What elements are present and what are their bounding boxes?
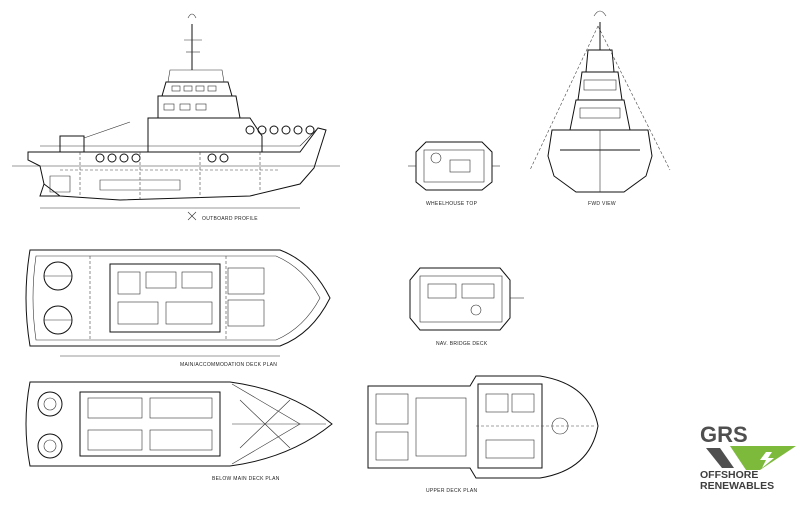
caption-outboard: OUTBOARD PROFILE <box>202 216 258 222</box>
caption-below-main: BELOW MAIN DECK PLAN <box>212 476 280 482</box>
logo-line-offshore: OFFSHORE <box>700 469 759 481</box>
grs-offshore-renewables-logo: GRS OFFSHORE RENEWABLES <box>700 424 800 494</box>
nav-bridge-deck-view: NAV. BRIDGE DECK <box>409 267 524 347</box>
caption-fwd-view: FWD VIEW <box>588 201 616 207</box>
caption-nav-bridge: NAV. BRIDGE DECK <box>436 341 488 347</box>
logo-mark-text: GRS <box>700 422 748 447</box>
logo-line-renewables: RENEWABLES <box>700 480 775 492</box>
upper-deck-plan-view: UPPER DECK PLAN <box>367 375 599 494</box>
caption-wheelhouse: WHEELHOUSE TOP <box>426 201 478 207</box>
forward-view: FWD VIEW <box>529 10 671 207</box>
caption-upper-deck: UPPER DECK PLAN <box>426 488 478 494</box>
outboard-profile-view: OUTBOARD PROFILE <box>12 13 340 222</box>
logo-chevron-icon <box>706 446 796 470</box>
main-deck-plan-view: MAIN/ACCOMMODATION DECK PLAN <box>25 249 331 368</box>
caption-main-deck: MAIN/ACCOMMODATION DECK PLAN <box>180 362 277 368</box>
below-main-deck-plan-view: BELOW MAIN DECK PLAN <box>25 381 333 482</box>
wheelhouse-top-view: WHEELHOUSE TOP <box>408 141 500 207</box>
